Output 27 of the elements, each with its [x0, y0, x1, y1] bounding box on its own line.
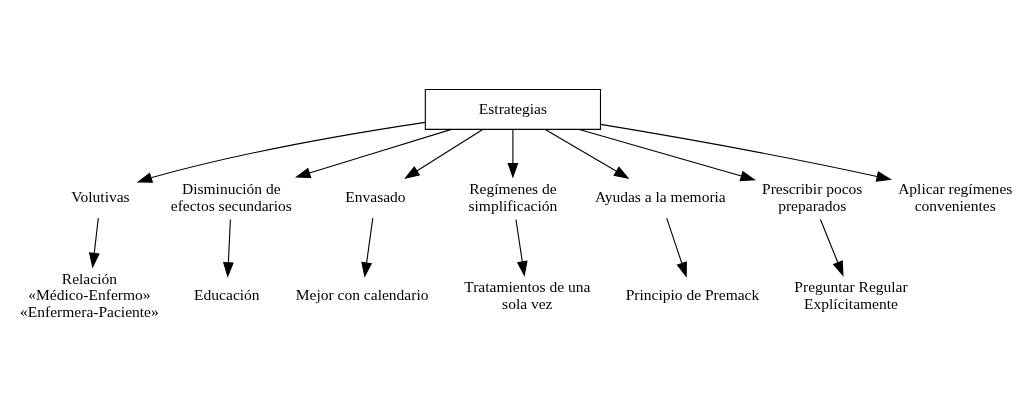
- node-text: Regímenes de simplificación: [468, 179, 558, 214]
- node-box: Estrategias: [424, 88, 602, 130]
- node-text: Educación: [194, 286, 260, 304]
- arrow: [507, 129, 519, 179]
- arrow: [88, 217, 100, 269]
- node-text: Ayudas a la memoria: [594, 188, 726, 206]
- node-text: Principio de Premack: [625, 286, 760, 304]
- node-text: Preguntar Regular Explícitamente: [794, 277, 908, 312]
- arrow: [515, 218, 528, 277]
- arrow: [294, 128, 452, 179]
- node-text: Relación «Médico-Enfermo» «Enfermera-Paciente»: [20, 269, 159, 320]
- node-text: Disminución de efectos secundarios: [170, 179, 292, 214]
- node-text: Volutivas: [71, 188, 130, 206]
- arrow: [544, 128, 630, 179]
- arrow: [600, 123, 892, 182]
- node-text: Prescribir pocos preparados: [762, 179, 863, 214]
- arrow: [578, 128, 756, 182]
- node-text: Mejor con calendario: [295, 286, 429, 304]
- arrow: [361, 217, 374, 278]
- node-text: Aplicar regímenes convenientes: [898, 179, 1013, 214]
- arrow: [404, 128, 484, 179]
- arrow: [136, 121, 426, 183]
- arrow: [819, 218, 844, 277]
- node-text: Tratamientos de una sola vez: [464, 277, 591, 312]
- arrow: [666, 217, 687, 278]
- arrow: [222, 218, 234, 278]
- node-text: Envasado: [345, 188, 406, 206]
